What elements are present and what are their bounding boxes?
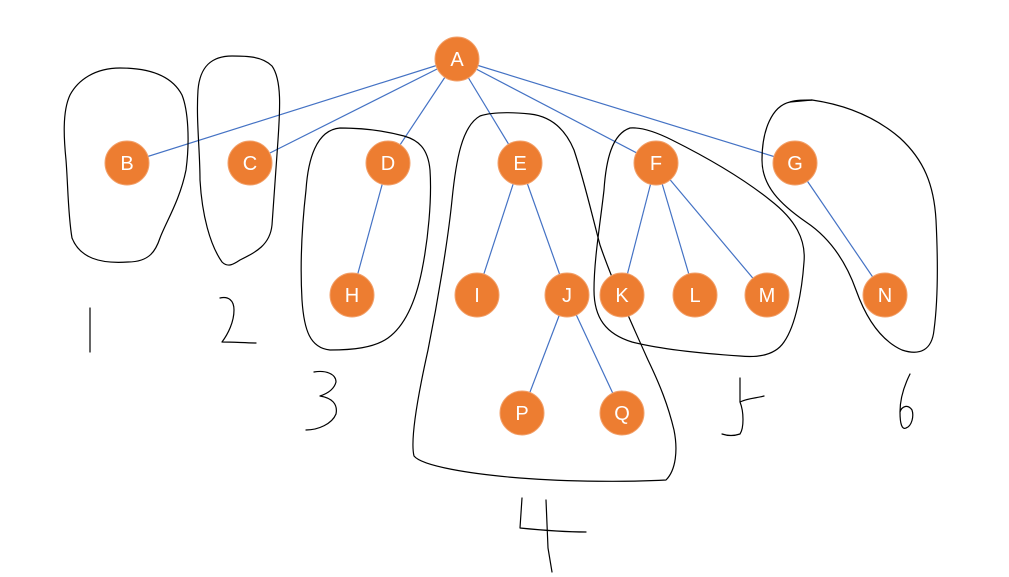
edge-d-h — [351, 162, 389, 296]
node-e: E — [497, 140, 543, 186]
node-label: P — [515, 403, 528, 425]
node-m: M — [744, 272, 790, 318]
node-p: P — [499, 390, 545, 436]
node-circle — [227, 140, 273, 186]
node-label: D — [381, 153, 395, 175]
node-circle — [599, 272, 645, 318]
edge-e-i — [476, 162, 521, 296]
edge-a-g — [456, 58, 796, 164]
edge-f-m — [655, 162, 768, 296]
node-label: E — [513, 153, 526, 175]
group-number-3: 3 — [305, 370, 337, 431]
node-circle — [499, 390, 545, 436]
hand-drawn-outlines — [63, 55, 938, 482]
node-label: J — [562, 285, 572, 307]
node-n: N — [862, 272, 908, 318]
node-circle — [672, 272, 718, 318]
group-outline-5 — [593, 127, 805, 358]
edge-e-j — [519, 162, 568, 296]
node-j: J — [544, 272, 590, 318]
node-circle — [544, 272, 590, 318]
nodes-layer: A B C D E F G H I J K L M N P Q — [104, 36, 908, 436]
node-h: H — [329, 272, 375, 318]
node-label: Q — [614, 403, 630, 425]
node-q: Q — [599, 390, 645, 436]
node-circle — [497, 140, 543, 186]
group-number-4: 4 — [519, 497, 587, 573]
node-label: K — [615, 285, 629, 307]
group-outline-6 — [761, 99, 938, 353]
node-f: F — [633, 140, 679, 186]
node-label: I — [474, 285, 480, 307]
group-outline-6-top-tick — [789, 99, 813, 103]
node-label: C — [243, 153, 257, 175]
node-label: B — [120, 153, 133, 175]
node-circle — [454, 272, 500, 318]
node-label: N — [878, 285, 892, 307]
node-l: L — [672, 272, 718, 318]
group-outline-3 — [300, 127, 432, 351]
group-outline-2 — [196, 55, 281, 266]
node-b: B — [104, 140, 150, 186]
node-circle — [329, 272, 375, 318]
group-number-5: 5 — [721, 377, 765, 437]
node-g: G — [772, 140, 818, 186]
node-circle — [744, 272, 790, 318]
node-label: F — [650, 153, 662, 175]
edge-a-b — [126, 58, 458, 164]
edge-f-k — [621, 162, 657, 296]
group-number-6: 6 — [899, 373, 914, 429]
node-label: A — [450, 49, 464, 71]
node-circle — [599, 390, 645, 436]
group-number-2: 2 — [219, 296, 257, 344]
node-k: K — [599, 272, 645, 318]
handwritten-group-numbers: 1 2 3 4 5 — [89, 296, 914, 573]
node-circle — [772, 140, 818, 186]
group-outline-1 — [63, 67, 189, 263]
edge-a-f — [456, 58, 657, 164]
edge-a-c — [249, 58, 458, 164]
node-circle — [862, 272, 908, 318]
node-label: M — [759, 285, 776, 307]
node-circle — [104, 140, 150, 186]
edge-g-n — [794, 162, 886, 296]
node-label: H — [345, 285, 359, 307]
node-c: C — [227, 140, 273, 186]
node-d: D — [365, 140, 411, 186]
node-circle — [434, 36, 480, 82]
node-i: I — [454, 272, 500, 318]
node-a: A — [434, 36, 480, 82]
group-outline-4 — [412, 112, 677, 482]
node-circle — [633, 140, 679, 186]
node-circle — [365, 140, 411, 186]
node-label: G — [787, 153, 803, 175]
edge-f-l — [655, 162, 696, 296]
node-label: L — [689, 285, 700, 307]
